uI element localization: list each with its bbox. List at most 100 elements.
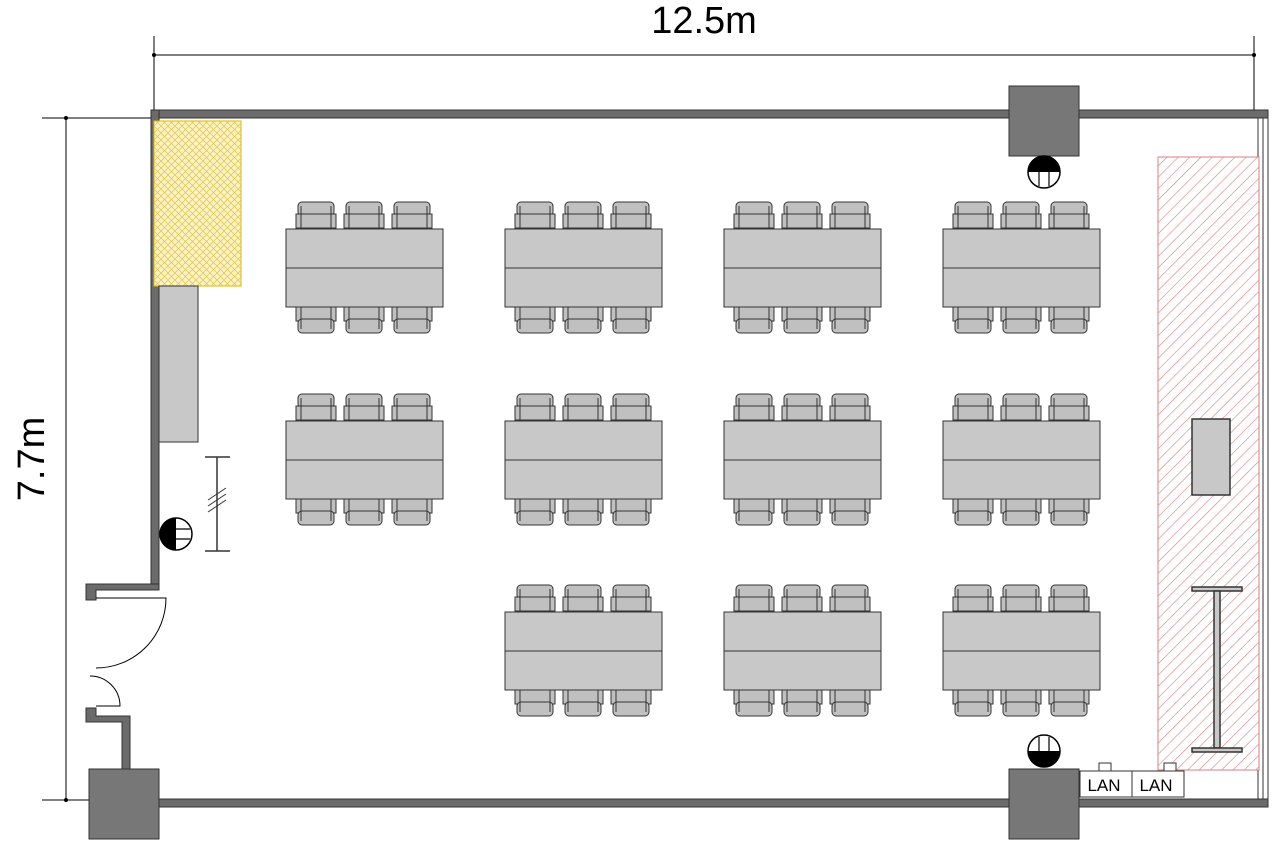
chair <box>562 201 604 229</box>
table <box>285 228 444 269</box>
chair <box>1048 498 1090 526</box>
table <box>723 650 882 691</box>
chair <box>562 498 604 526</box>
table <box>504 611 663 652</box>
chair <box>610 201 652 229</box>
chair <box>343 393 385 421</box>
chair <box>952 584 994 612</box>
chair <box>1000 689 1042 717</box>
chair <box>610 393 652 421</box>
lan-label: LAN <box>1087 776 1120 795</box>
chair <box>733 498 775 526</box>
ceiling-light-icon <box>159 155 1061 768</box>
chair <box>562 393 604 421</box>
chair <box>733 689 775 717</box>
chair <box>514 584 556 612</box>
chair <box>1048 393 1090 421</box>
chair <box>733 584 775 612</box>
chair <box>952 306 994 334</box>
chair <box>829 201 871 229</box>
table-group <box>504 584 663 717</box>
door-swing-icon[interactable] <box>89 597 167 707</box>
chair <box>562 689 604 717</box>
chair <box>1048 584 1090 612</box>
table <box>942 267 1101 308</box>
height-label: 7.7m <box>11 417 53 501</box>
chair <box>781 584 823 612</box>
table-group <box>942 393 1101 526</box>
table <box>504 459 663 500</box>
table-group <box>285 393 444 526</box>
table <box>942 611 1101 652</box>
chair <box>829 393 871 421</box>
chair <box>829 498 871 526</box>
chair <box>1000 584 1042 612</box>
stage-desk <box>1191 418 1231 496</box>
chair <box>295 393 337 421</box>
table <box>723 611 882 652</box>
chair <box>343 306 385 334</box>
easel-stand-icon <box>205 456 230 552</box>
table <box>723 420 882 461</box>
chair <box>391 498 433 526</box>
table <box>285 459 444 500</box>
side-counter <box>158 285 199 443</box>
chair <box>610 689 652 717</box>
chair <box>391 306 433 334</box>
chair <box>781 393 823 421</box>
seating-area <box>285 201 1101 717</box>
table <box>504 420 663 461</box>
table-group <box>942 584 1101 717</box>
table <box>285 420 444 461</box>
chair <box>391 393 433 421</box>
lan-outlets: LAN LAN <box>1079 762 1185 798</box>
chair <box>952 393 994 421</box>
chair <box>952 201 994 229</box>
table <box>504 267 663 308</box>
chair <box>391 201 433 229</box>
chair <box>1000 393 1042 421</box>
table <box>942 420 1101 461</box>
chair <box>952 498 994 526</box>
chair <box>733 201 775 229</box>
chair <box>829 689 871 717</box>
chair <box>562 584 604 612</box>
table-group <box>723 584 882 717</box>
table <box>723 228 882 269</box>
chair <box>952 689 994 717</box>
lectern-stand-icon <box>1191 586 1243 753</box>
chair <box>514 498 556 526</box>
table <box>942 650 1101 691</box>
lan-outlet: LAN <box>1131 762 1185 798</box>
chair <box>562 306 604 334</box>
chair <box>1048 306 1090 334</box>
stage-area <box>1157 156 1260 771</box>
chair <box>295 201 337 229</box>
table-group <box>723 393 882 526</box>
pillar <box>1008 768 1080 840</box>
table-group <box>504 201 663 334</box>
chair <box>1000 306 1042 334</box>
table-group <box>285 201 444 334</box>
pillar <box>1008 85 1080 157</box>
chair <box>733 306 775 334</box>
chair <box>781 689 823 717</box>
table-group <box>723 201 882 334</box>
chair <box>295 306 337 334</box>
chair <box>829 306 871 334</box>
width-label: 12.5m <box>651 0 757 42</box>
chair <box>514 689 556 717</box>
pillars <box>88 85 1080 840</box>
chair <box>781 498 823 526</box>
table <box>942 228 1101 269</box>
table <box>285 267 444 308</box>
lan-label: LAN <box>1139 776 1172 795</box>
chair <box>733 393 775 421</box>
pillar <box>88 768 160 840</box>
table <box>504 228 663 269</box>
width-dimension: 12.5m <box>152 0 1256 117</box>
chair <box>1048 201 1090 229</box>
chair <box>781 306 823 334</box>
chair <box>829 584 871 612</box>
